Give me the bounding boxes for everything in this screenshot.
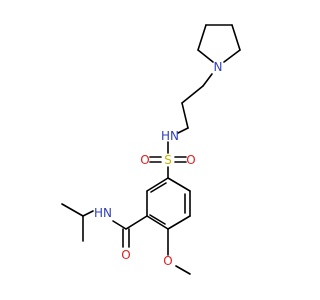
methoxy-group [167, 228, 191, 275]
bond-ring-double-2 [149, 214, 166, 225]
atom-label-nh-sulfonamide: HN [161, 129, 179, 143]
bond-ch2a-ch2b [181, 85, 204, 104]
atom-label-s: S [164, 153, 172, 167]
bond-ch-ch3-up [61, 203, 84, 217]
atom-label-o-sulfonyl-left: O [140, 153, 149, 167]
bond-ring-c3-c4 [167, 215, 191, 230]
bond-ring-carbonyl [125, 215, 148, 230]
bond-pyr-c3-c4 [231, 24, 241, 51]
bond-ring-c4-c5 [146, 215, 169, 230]
bond-pyr-n-c1 [197, 49, 214, 63]
bond-ring-c6-c1 [146, 177, 169, 192]
atom-label-o-amide: O [121, 248, 130, 262]
propyl-linker [177, 73, 213, 134]
bond-pyr-c1-c2 [197, 24, 207, 51]
bond-o-methyl [175, 265, 191, 275]
bond-ch2b-ch2c [181, 102, 189, 129]
atom-label-o-sulfonyl-right: O [186, 153, 195, 167]
atom-label-nh-amide: HN [94, 206, 112, 220]
bond-carbonyl-nh [112, 220, 127, 230]
atom-label-o-methoxy: O [163, 254, 172, 268]
bond-nh-ch [82, 210, 94, 217]
amide-group [61, 203, 148, 248]
bond-n-ch2a [202, 73, 213, 87]
bond-pyr-c4-n [223, 49, 241, 63]
bond-ring-double-3 [150, 182, 167, 193]
pyrrolidine-ring [197, 24, 241, 63]
bond-ring-c1-c2 [167, 177, 191, 192]
sulfonyl-group [149, 141, 187, 179]
molecule-structure: N HN S O O HN O O [61, 24, 241, 275]
bond-ch2c-nh [177, 127, 189, 134]
benzene-ring [146, 177, 191, 230]
atom-label-n-pyrrolidine: N [214, 60, 223, 74]
